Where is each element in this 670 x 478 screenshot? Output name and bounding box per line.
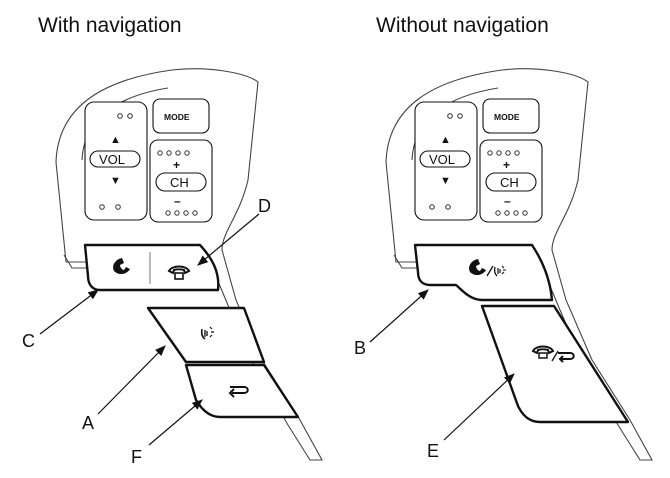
callout-a: A [82, 413, 94, 433]
left-vol-down-arrow[interactable]: ▼ [110, 175, 121, 187]
right-ch-dot [504, 210, 510, 216]
left-mode-label: MODE [164, 112, 190, 122]
pick-up-phone-icon [113, 258, 130, 275]
right-vol-dot [445, 204, 451, 210]
right-ch-minus[interactable]: – [504, 194, 511, 208]
left-ch-minus[interactable]: – [174, 194, 181, 208]
leader-c [39, 289, 99, 335]
leader-e [443, 373, 515, 441]
right-ch-dot [495, 210, 501, 216]
left-ch-button[interactable] [155, 172, 207, 192]
leader-f [148, 399, 203, 446]
callout-f: F [131, 447, 142, 467]
right-ch-plus[interactable]: + [503, 158, 510, 172]
title-with-navigation: With navigation [38, 14, 182, 37]
left-vol-dot [117, 113, 123, 119]
right-switch-unit: ▲ VOL ▼ MODE + CH – [385, 68, 653, 461]
right-ch-dot [514, 150, 520, 156]
right-vol-label: VOL [429, 152, 455, 167]
hang-up-back-combo-icon [531, 345, 575, 363]
left-ch-dot [157, 150, 163, 156]
right-ch-label: CH [500, 175, 519, 190]
left-ch-dot [166, 150, 172, 156]
right-hang-up-back-button[interactable] [480, 304, 630, 424]
right-vol-down-arrow[interactable]: ▼ [440, 175, 451, 187]
left-back-button[interactable] [184, 363, 300, 419]
right-mode-label: MODE [494, 112, 520, 122]
callout-b: B [354, 338, 366, 358]
left-ch-dot [165, 210, 171, 216]
left-ch-dot [192, 210, 198, 216]
right-vol-dot [457, 113, 463, 119]
back-arrow-icon [228, 386, 249, 398]
left-phone-button-strip [83, 243, 220, 292]
callout-e: E [427, 441, 439, 461]
left-ch-dot [184, 150, 190, 156]
title-without-navigation: Without navigation [376, 14, 549, 37]
left-vol-button[interactable] [89, 150, 141, 168]
right-vol-button[interactable] [419, 150, 471, 168]
right-vol-dot [429, 204, 435, 210]
left-ch-plus[interactable]: + [173, 158, 180, 172]
talk-voice-icon [200, 326, 214, 340]
right-ch-dot [487, 150, 493, 156]
right-ch-dot [496, 150, 502, 156]
right-vol-up-arrow[interactable]: ▲ [440, 134, 451, 146]
right-ch-dot [522, 210, 528, 216]
right-steering-spoke [385, 68, 653, 461]
left-ch-dot [175, 150, 181, 156]
left-mode-button[interactable] [152, 98, 210, 134]
left-vol-up-arrow[interactable]: ▲ [110, 134, 121, 146]
leader-a [97, 345, 166, 415]
left-ch-dot [174, 210, 180, 216]
left-vol-dot [127, 113, 133, 119]
left-ch-dot [183, 210, 189, 216]
right-ch-dot [513, 210, 519, 216]
leader-d [197, 213, 260, 266]
left-vol-dot [115, 204, 121, 210]
left-ch-label: CH [170, 175, 189, 190]
left-vol-label: VOL [99, 152, 125, 167]
right-ch-dot [505, 150, 511, 156]
hang-up-phone-icon [167, 265, 191, 280]
right-vol-dot [447, 113, 453, 119]
pick-up-talk-combo-icon [469, 259, 506, 277]
right-mode-button[interactable] [482, 98, 540, 134]
left-talk-button[interactable] [146, 306, 266, 364]
callout-d: D [258, 196, 271, 216]
callout-c: C [22, 331, 35, 351]
right-ch-button[interactable] [485, 172, 537, 192]
left-vol-dot [99, 204, 105, 210]
left-switch-unit: ▲ VOL ▼ MODE + CH – [55, 68, 323, 461]
leader-b [369, 289, 429, 343]
